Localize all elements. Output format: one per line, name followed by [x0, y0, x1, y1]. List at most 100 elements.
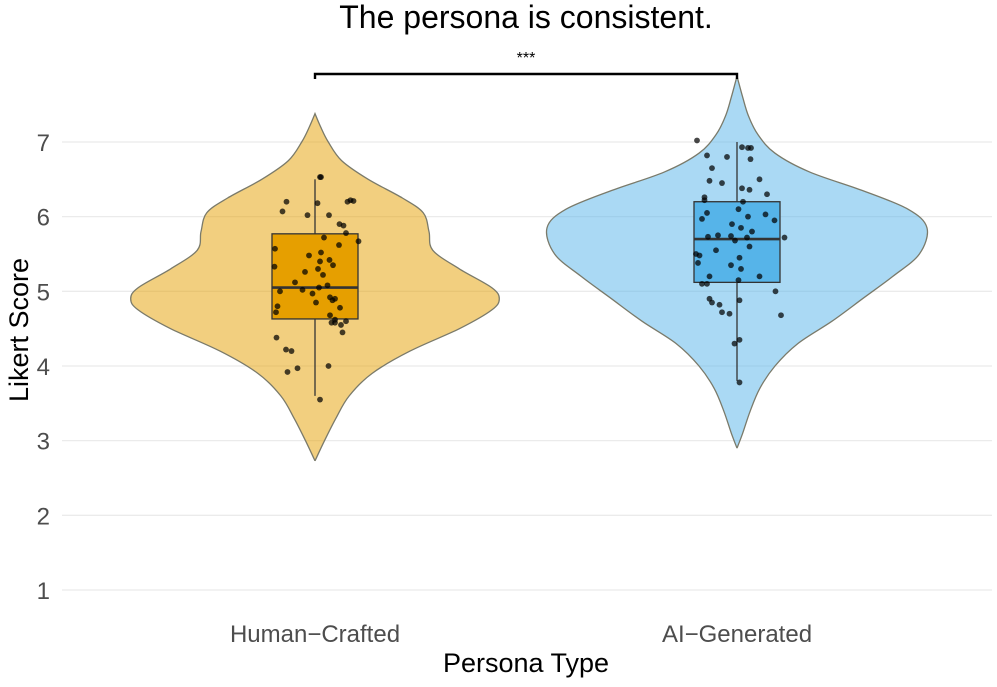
data-point-human-crafted-31	[309, 290, 316, 297]
data-point-ai-generated-44	[704, 280, 710, 287]
data-point-ai-generated-40	[706, 273, 713, 280]
data-point-human-crafted-38	[273, 309, 279, 316]
data-point-ai-generated-8	[756, 176, 763, 183]
data-point-ai-generated-49	[716, 301, 723, 308]
y-tick-label-7: 7	[37, 130, 50, 157]
data-point-ai-generated-19	[762, 211, 769, 218]
data-point-ai-generated-30	[744, 234, 750, 241]
data-point-ai-generated-38	[728, 262, 734, 269]
data-point-human-crafted-14	[355, 238, 362, 245]
data-point-human-crafted-9	[326, 212, 332, 219]
data-point-human-crafted-6	[283, 198, 290, 205]
chart-title: The persona is consistent.	[339, 0, 713, 35]
data-point-ai-generated-39	[738, 266, 744, 272]
data-point-ai-generated-41	[756, 273, 763, 280]
data-point-human-crafted-12	[343, 230, 349, 236]
data-point-ai-generated-0	[694, 137, 700, 144]
box-human-crafted	[271, 233, 359, 320]
data-point-ai-generated-28	[705, 233, 711, 240]
data-point-ai-generated-4	[704, 152, 710, 159]
data-point-human-crafted-24	[302, 269, 308, 275]
data-point-ai-generated-20	[745, 213, 751, 220]
significance-label: ***	[517, 50, 536, 67]
significance-bracket: ***	[313, 50, 739, 79]
data-point-ai-generated-7	[709, 165, 715, 172]
data-point-human-crafted-7	[279, 208, 286, 215]
data-point-ai-generated-35	[696, 252, 703, 259]
y-axis-title: Likert Score	[4, 258, 34, 402]
data-point-ai-generated-1	[739, 144, 745, 151]
data-point-ai-generated-13	[764, 191, 770, 198]
data-point-ai-generated-53	[736, 336, 743, 343]
data-point-ai-generated-21	[699, 215, 705, 222]
data-point-human-crafted-4	[344, 198, 351, 205]
data-point-human-crafted-49	[325, 363, 332, 369]
data-point-ai-generated-24	[738, 224, 744, 231]
x-tick-label-ai-generated: AI−Generated	[662, 621, 812, 648]
data-point-human-crafted-44	[338, 322, 344, 328]
data-point-human-crafted-46	[273, 334, 280, 341]
data-point-human-crafted-18	[306, 252, 312, 259]
data-point-human-crafted-3	[350, 198, 357, 204]
data-point-human-crafted-27	[324, 282, 331, 289]
data-point-ai-generated-50	[719, 309, 725, 316]
data-point-ai-generated-16	[740, 198, 746, 205]
data-point-ai-generated-42	[735, 277, 742, 284]
data-point-ai-generated-25	[749, 228, 755, 235]
data-point-human-crafted-13	[321, 234, 327, 241]
data-point-human-crafted-5	[314, 200, 321, 207]
y-tick-label-3: 3	[37, 429, 50, 456]
data-point-ai-generated-6	[747, 156, 754, 163]
data-point-human-crafted-52	[317, 396, 323, 403]
data-point-human-crafted-35	[313, 299, 319, 306]
data-point-ai-generated-32	[746, 243, 753, 250]
data-point-human-crafted-34	[329, 297, 336, 304]
data-point-human-crafted-22	[271, 263, 278, 270]
y-tick-label-5: 5	[37, 279, 50, 306]
data-point-human-crafted-11	[340, 222, 347, 229]
data-point-human-crafted-50	[294, 365, 301, 372]
data-point-ai-generated-15	[701, 197, 708, 204]
violins	[130, 73, 929, 462]
data-point-human-crafted-1	[318, 174, 324, 180]
y-tick-label-1: 1	[37, 578, 50, 605]
data-point-ai-generated-51	[726, 310, 733, 317]
data-point-ai-generated-12	[746, 186, 753, 193]
data-point-human-crafted-39	[327, 312, 333, 319]
data-point-human-crafted-51	[284, 369, 291, 375]
data-point-ai-generated-45	[772, 288, 779, 295]
data-point-ai-generated-36	[736, 254, 743, 261]
data-point-human-crafted-15	[336, 242, 342, 248]
data-point-human-crafted-29	[299, 286, 306, 293]
data-point-human-crafted-36	[274, 303, 281, 310]
data-point-human-crafted-43	[332, 319, 338, 326]
y-tick-label-2: 2	[37, 503, 50, 530]
data-point-ai-generated-48	[709, 299, 715, 306]
data-point-ai-generated-47	[736, 297, 743, 304]
data-point-human-crafted-37	[337, 304, 343, 311]
data-point-ai-generated-52	[778, 312, 784, 319]
data-point-human-crafted-28	[316, 284, 322, 291]
data-point-ai-generated-3	[748, 145, 754, 151]
data-point-ai-generated-26	[715, 232, 721, 239]
data-point-ai-generated-22	[771, 217, 778, 224]
data-point-human-crafted-26	[292, 279, 298, 286]
data-point-ai-generated-18	[704, 210, 710, 216]
jitter-points	[271, 137, 788, 403]
data-point-ai-generated-55	[736, 379, 743, 386]
data-point-ai-generated-23	[729, 221, 735, 228]
data-point-ai-generated-29	[781, 234, 788, 241]
data-point-human-crafted-30	[277, 288, 283, 295]
data-point-human-crafted-41	[343, 318, 349, 325]
data-point-human-crafted-8	[304, 212, 311, 219]
data-point-ai-generated-37	[695, 260, 701, 266]
data-point-ai-generated-27	[728, 233, 734, 239]
data-point-ai-generated-54	[731, 340, 738, 347]
data-point-human-crafted-48	[288, 348, 295, 354]
data-point-human-crafted-25	[320, 271, 326, 278]
data-point-ai-generated-17	[735, 206, 742, 213]
data-point-ai-generated-11	[739, 185, 745, 192]
significance-bracket-line	[313, 72, 739, 79]
